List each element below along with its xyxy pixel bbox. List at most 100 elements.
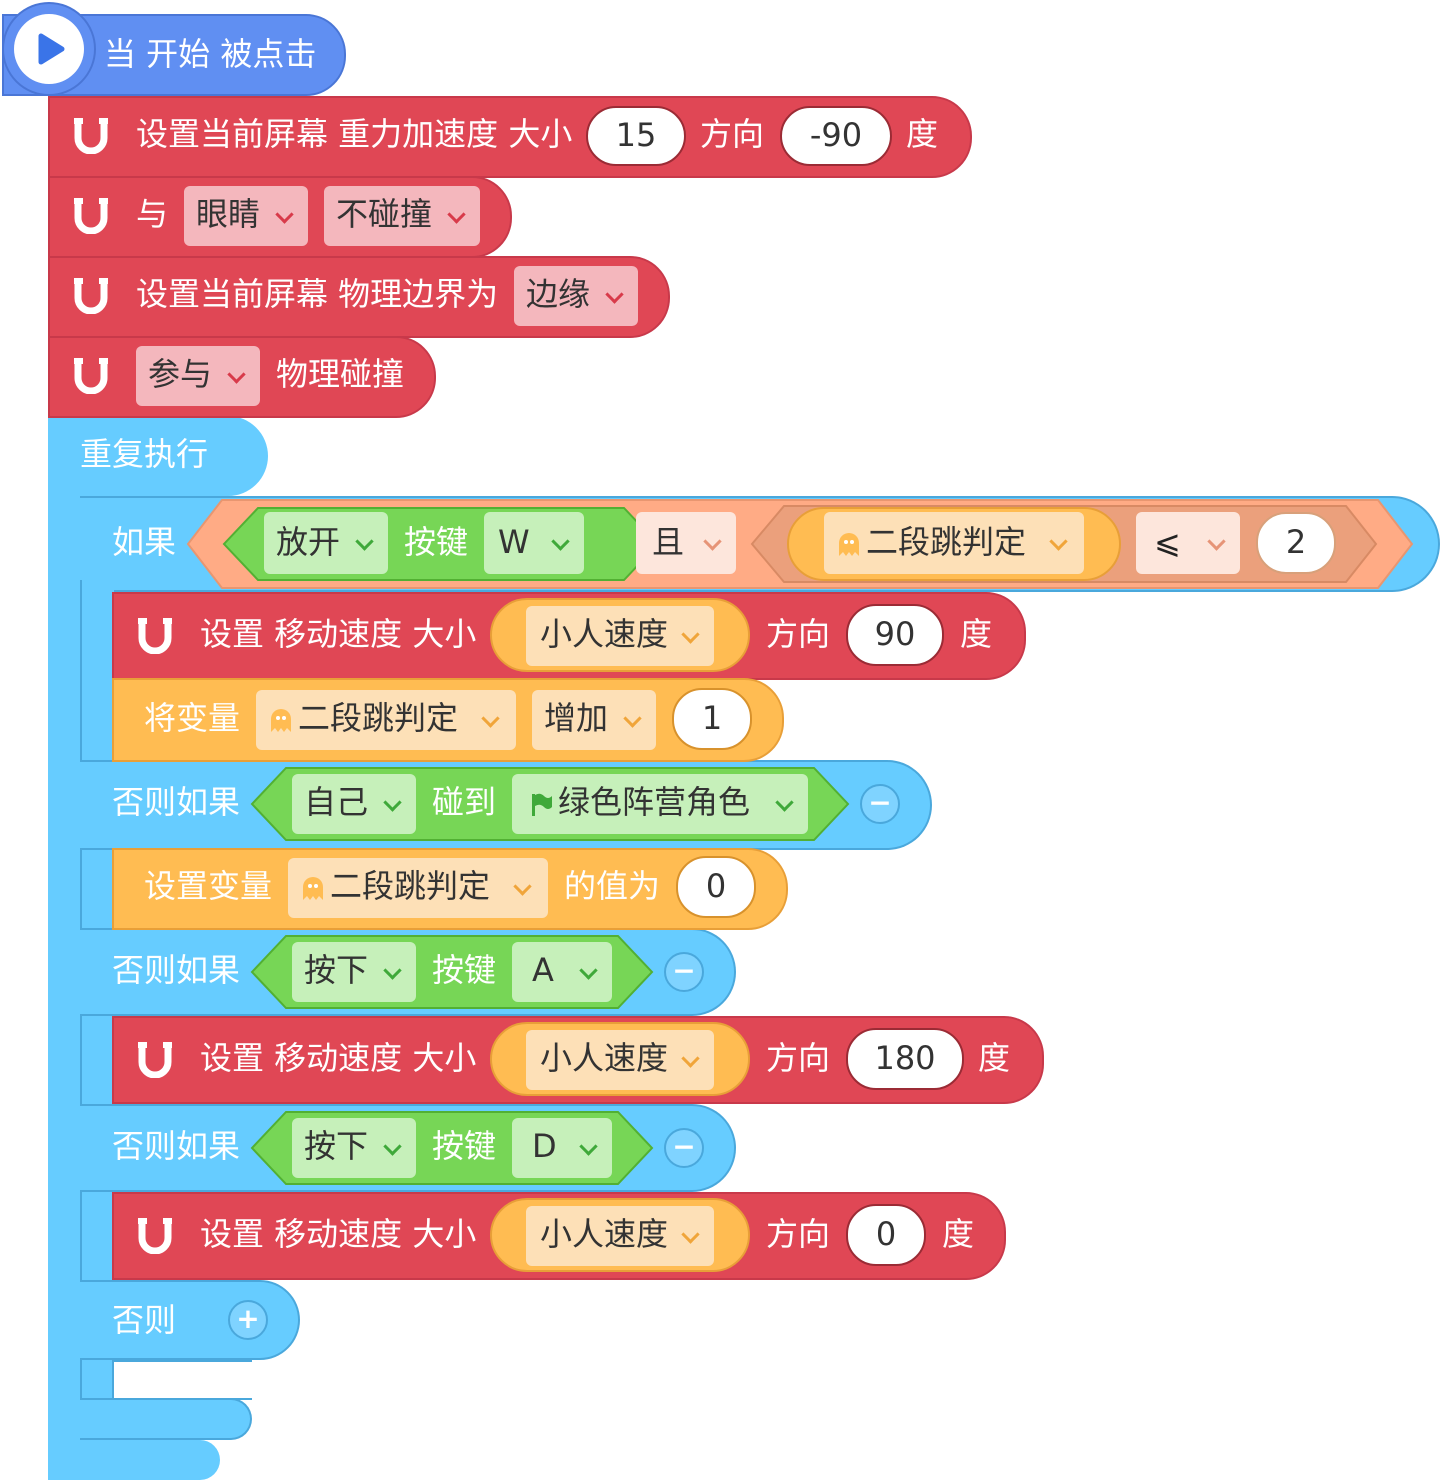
speed-2-label: 设置 移动速度 大小 (200, 1039, 477, 1077)
chevron-down-icon (681, 1225, 700, 1244)
magnet-icon (74, 358, 108, 394)
touch-target-dropdown[interactable]: 绿色阵营角色 (512, 774, 808, 834)
press-a-action-dropdown[interactable]: 按下 (292, 942, 416, 1002)
magnet-icon (138, 1218, 172, 1254)
chevron-down-icon (551, 532, 570, 551)
press-a-key-dropdown[interactable]: A (512, 942, 612, 1002)
subject-value: 自己 (304, 783, 369, 821)
touch-target-value: 绿色阵营角色 (558, 783, 751, 821)
var-dropdown[interactable]: 二段跳判定 (824, 512, 1084, 574)
magnet-icon (138, 1042, 172, 1078)
key-condition-label: 按键 (404, 523, 469, 561)
if-label: 如果 (112, 523, 177, 561)
boundary-dropdown[interactable]: 边缘 (514, 266, 638, 326)
chevron-down-icon (275, 205, 294, 224)
set-var-suffix: 的值为 (564, 867, 661, 905)
key-value: W (498, 523, 530, 561)
chevron-down-icon (775, 793, 794, 812)
remove-elseif-1-icon[interactable]: − (860, 784, 900, 824)
elseif-3-label: 否则如果 (112, 1127, 241, 1165)
collide-mode-dropdown[interactable]: 不碰撞 (324, 186, 480, 246)
elseif-2-label: 否则如果 (112, 951, 241, 989)
touch-verb-label: 碰到 (432, 783, 497, 821)
speed-1-direction-label: 方向 (766, 615, 831, 653)
logic-op-dropdown[interactable]: 且 (636, 512, 736, 574)
gravity-magnitude-input[interactable]: 15 (586, 106, 686, 166)
chevron-down-icon (383, 793, 402, 812)
collide-target-dropdown[interactable]: 眼睛 (184, 186, 308, 246)
compare-op-value: ⩽ (1154, 523, 1181, 561)
change-var-dropdown[interactable]: 二段跳判定 (256, 690, 516, 750)
chevron-down-icon (681, 1049, 700, 1068)
speed-2-var-dropdown[interactable]: 小人速度 (526, 1030, 714, 1090)
gravity-unit-label: 度 (906, 115, 939, 153)
press-d-key-dropdown[interactable]: D (512, 1118, 612, 1178)
speed-2-var-value: 小人速度 (540, 1039, 669, 1077)
speed-1-var-value: 小人速度 (540, 615, 669, 653)
speed-3-direction-input[interactable]: 0 (846, 1204, 926, 1266)
speed-3-var-value: 小人速度 (540, 1215, 669, 1253)
speed-3-direction-label: 方向 (766, 1215, 831, 1253)
speed-1-label: 设置 移动速度 大小 (200, 615, 477, 653)
set-var-value-input[interactable]: 0 (676, 856, 756, 918)
set-var-label: 设置变量 (144, 867, 273, 905)
ghost-icon (303, 877, 323, 900)
logic-op-value: 且 (652, 523, 685, 561)
magnet-icon (74, 198, 108, 234)
set-var-name: 二段跳判定 (330, 867, 491, 905)
physics-mode-value: 参与 (148, 355, 213, 393)
set-var-dropdown[interactable]: 二段跳判定 (288, 858, 548, 918)
speed-2-unit-label: 度 (978, 1039, 1011, 1077)
chevron-down-icon (703, 532, 722, 551)
if-bottom (80, 1398, 252, 1440)
change-op-value: 增加 (544, 699, 609, 737)
change-var-label: 将变量 (144, 699, 241, 737)
remove-elseif-3-icon[interactable]: − (664, 1128, 704, 1168)
else-label: 否则 (112, 1301, 177, 1339)
chevron-down-icon (681, 625, 700, 644)
speed-1-unit-label: 度 (960, 615, 993, 653)
var-name: 二段跳判定 (866, 523, 1027, 561)
chevron-down-icon (605, 285, 624, 304)
speed-1-direction-input[interactable]: 90 (846, 604, 944, 666)
boundary-label: 设置当前屏幕 物理边界为 (136, 275, 499, 313)
loop-bottom (48, 1440, 220, 1480)
event-label: 当 开始 被点击 (104, 35, 317, 73)
speed-2-direction-input[interactable]: 180 (846, 1028, 964, 1090)
add-else-icon[interactable]: + (228, 1300, 268, 1340)
change-var-name: 二段跳判定 (298, 699, 459, 737)
loop-spine (48, 480, 82, 1480)
chevron-down-icon (355, 532, 374, 551)
compare-value-input[interactable]: 2 (1256, 512, 1336, 574)
change-value-input[interactable]: 1 (672, 688, 752, 750)
gravity-direction-label: 方向 (700, 115, 765, 153)
speed-3-label: 设置 移动速度 大小 (200, 1215, 477, 1253)
chevron-down-icon (579, 1137, 598, 1156)
magnet-icon (74, 278, 108, 314)
speed-3-var-dropdown[interactable]: 小人速度 (526, 1206, 714, 1266)
physics-label: 物理碰撞 (276, 355, 405, 393)
collide-target-value: 眼睛 (196, 195, 261, 233)
key-dropdown[interactable]: W (484, 512, 584, 574)
speed-1-var-dropdown[interactable]: 小人速度 (526, 606, 714, 666)
chevron-down-icon (579, 961, 598, 980)
key-action-value: 放开 (276, 523, 341, 561)
gravity-label: 设置当前屏幕 重力加速度 大小 (136, 115, 573, 153)
chevron-down-icon (227, 365, 246, 384)
change-op-dropdown[interactable]: 增加 (532, 690, 656, 750)
physics-mode-dropdown[interactable]: 参与 (136, 346, 260, 406)
loop-label: 重复执行 (80, 435, 209, 473)
compare-op-dropdown[interactable]: ⩽ (1136, 512, 1240, 574)
press-d-action-dropdown[interactable]: 按下 (292, 1118, 416, 1178)
loop-top[interactable] (48, 416, 268, 496)
chevron-down-icon (623, 709, 642, 728)
gravity-direction-input[interactable]: -90 (780, 106, 892, 166)
flag-icon (532, 793, 552, 816)
key-action-dropdown[interactable]: 放开 (264, 512, 388, 574)
press-d-key-value: D (532, 1127, 557, 1165)
remove-elseif-2-icon[interactable]: − (664, 952, 704, 992)
chevron-down-icon (383, 1137, 402, 1156)
speed-2-direction-label: 方向 (766, 1039, 831, 1077)
subject-dropdown[interactable]: 自己 (292, 774, 416, 834)
chevron-down-icon (1049, 532, 1068, 551)
